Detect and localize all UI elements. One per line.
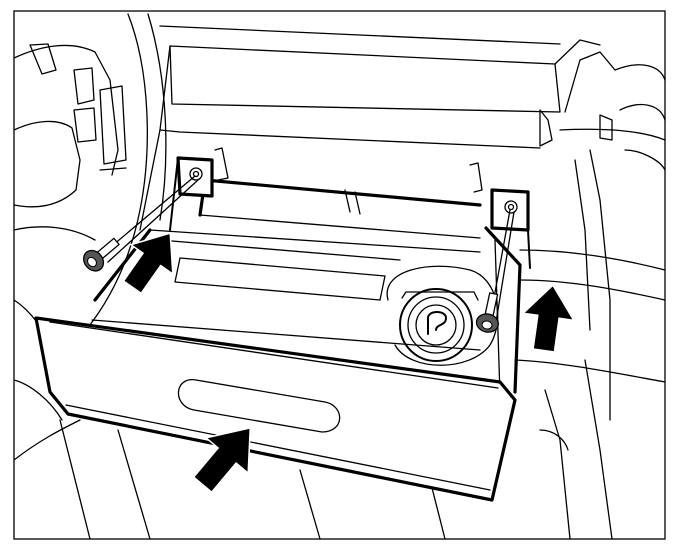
left-screw-icon — [83, 237, 120, 272]
push-arrow-icon — [192, 426, 252, 494]
left-clip-arrow — [122, 232, 174, 295]
front-push-arrow — [192, 426, 252, 494]
screws — [83, 175, 515, 333]
figure-border — [13, 10, 666, 540]
push-arrows — [122, 232, 576, 494]
push-arrow-icon — [122, 232, 174, 295]
push-arrow-icon — [521, 283, 576, 353]
socket-key-icon — [427, 311, 447, 335]
right-clip-arrow — [521, 283, 576, 353]
pocket-box — [34, 226, 522, 502]
handle-slot — [177, 379, 341, 433]
right-screw-icon — [475, 292, 499, 333]
dashboard-background — [13, 13, 666, 540]
mounting-bracket — [149, 156, 531, 269]
